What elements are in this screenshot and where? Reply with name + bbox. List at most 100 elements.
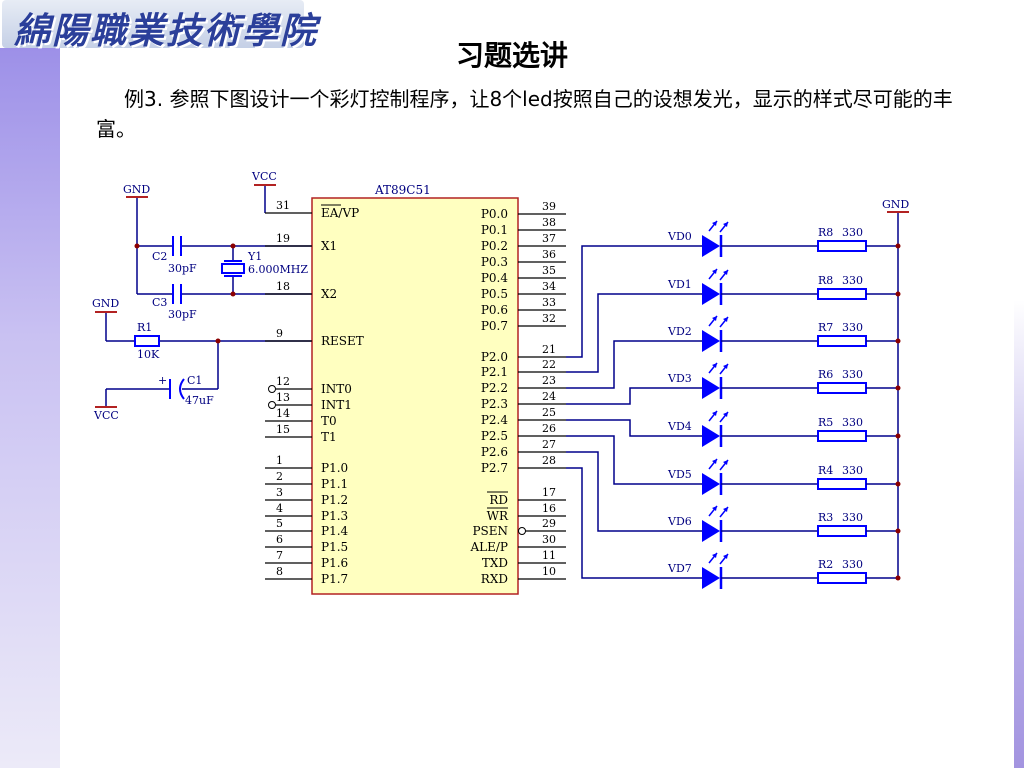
resistor-value: 330 (842, 558, 863, 571)
led-arrow-head (712, 316, 717, 321)
college-logo: 綿陽職業技術學院 (2, 0, 316, 52)
chip-pin-label: PSEN (472, 524, 508, 538)
junction-dot (895, 338, 901, 344)
chip-pin-number: 27 (542, 438, 556, 451)
junction-dot (895, 481, 901, 487)
chip-name: AT89C51 (374, 183, 431, 197)
chip-pin-number: 2 (276, 470, 283, 483)
y1-name: Y1 (247, 250, 262, 263)
resistor-name: R8 (818, 274, 833, 287)
led-arrow-head (723, 507, 728, 512)
resistor-body (817, 478, 867, 490)
c2-name: C2 (152, 250, 167, 263)
chip-pin-number: 30 (542, 533, 556, 546)
chip-pin-label: P1.0 (321, 461, 348, 475)
c1-name: C1 (187, 374, 202, 387)
chip-pin-label: INT0 (321, 382, 352, 396)
c3-value: 30pF (168, 308, 197, 321)
chip-pin-label: P0.1 (481, 223, 508, 237)
led-label: VD0 (667, 230, 692, 243)
led-triangle (702, 330, 720, 352)
gnd-left-label: GND (123, 183, 150, 196)
chip-pin-number: 39 (542, 200, 556, 213)
chip-pin-number: 7 (276, 549, 283, 562)
chip-pin-label: P0.5 (481, 287, 508, 301)
c1-polarity: + (158, 374, 167, 387)
chip-pin-number: 13 (276, 391, 290, 404)
chip-pin-label: P0.0 (481, 207, 508, 221)
chip-pin-number: 32 (542, 312, 556, 325)
resistor-body (817, 572, 867, 584)
chip-pin-label: T1 (321, 430, 337, 444)
r1-name: R1 (137, 321, 152, 334)
chip-pin-label: P1.4 (321, 524, 349, 538)
r1-value: 10K (137, 348, 160, 361)
led-arrow-head (712, 506, 717, 511)
chip-pin-number: 11 (542, 549, 556, 562)
resistor-body (817, 525, 867, 537)
wire-p26-vd6 (566, 451, 702, 532)
resistor-name: R2 (818, 558, 833, 571)
resistor-name: R3 (818, 511, 833, 524)
chip-pin-number: 8 (276, 565, 283, 578)
chip-pin-number: 35 (542, 264, 556, 277)
chip-pin-label: P1.3 (321, 509, 348, 523)
vcc-bottom-label: VCC (93, 409, 119, 422)
resistor-value: 330 (842, 416, 863, 429)
chip-pin-number: 14 (276, 407, 290, 420)
chip-pin-label: P1.7 (321, 572, 348, 586)
chip-pin-label: P2.2 (481, 381, 508, 395)
chip-pin-label: WR (487, 509, 509, 523)
pin-inversion-circle (268, 401, 276, 409)
wire-p27-vd7 (566, 467, 702, 579)
chip-pin-number: 5 (276, 517, 283, 530)
wire-p22-vd2 (566, 340, 702, 389)
junction-dot (230, 243, 236, 249)
chip-pin-number: 26 (542, 422, 556, 435)
chip-pin-number: 12 (276, 375, 290, 388)
chip-pin-label: P0.6 (481, 303, 508, 317)
chip-pin-number: 37 (542, 232, 556, 245)
resistor-r1 (134, 335, 160, 347)
chip-pin-label: ALE/P (469, 540, 508, 554)
right-decor-bar (1014, 300, 1024, 768)
chip-pin-label: P1.5 (321, 540, 348, 554)
resistor-value: 330 (842, 321, 863, 334)
wire-p23-vd3 (566, 387, 702, 405)
chip-pin-number: 33 (542, 296, 556, 309)
chip-pin-label: T0 (321, 414, 337, 428)
chip-pin-label: RD (489, 493, 508, 507)
chip-pin-number: 25 (542, 406, 556, 419)
chip-pin-label: X2 (321, 287, 337, 301)
led-arrow-head (723, 364, 728, 369)
led-label: VD1 (667, 278, 692, 291)
chip-pin-number: 6 (276, 533, 283, 546)
wire-p21-vd1 (566, 293, 702, 373)
vcc-top-label: VCC (251, 170, 277, 183)
c3-name: C3 (152, 296, 167, 309)
chip-pin-label: RESET (321, 334, 364, 348)
led-triangle (702, 235, 720, 257)
chip-body (311, 197, 519, 595)
junction-dot (134, 243, 140, 249)
led-label: VD5 (667, 468, 692, 481)
led-label: VD3 (667, 372, 692, 385)
junction-dot (895, 291, 901, 297)
logo-text: 綿陽職業技術學院 (14, 10, 319, 52)
gnd-right-label: GND (882, 198, 909, 211)
junction-dot (895, 433, 901, 439)
c2-value: 30pF (168, 262, 197, 275)
led-arrow-head (712, 411, 717, 416)
chip-pin-number: 21 (542, 343, 556, 356)
resistor-body (817, 288, 867, 300)
led-triangle (702, 567, 720, 589)
led-triangle (702, 425, 720, 447)
chip-pin-label: P1.6 (321, 556, 348, 570)
led-arrow-head (723, 412, 728, 417)
chip-pin-number: 1 (276, 454, 283, 467)
junction-dot (215, 338, 221, 344)
resistor-name: R5 (818, 416, 833, 429)
chip-pin-label: P1.2 (321, 493, 348, 507)
chip-pin-label: P2.0 (481, 350, 508, 364)
